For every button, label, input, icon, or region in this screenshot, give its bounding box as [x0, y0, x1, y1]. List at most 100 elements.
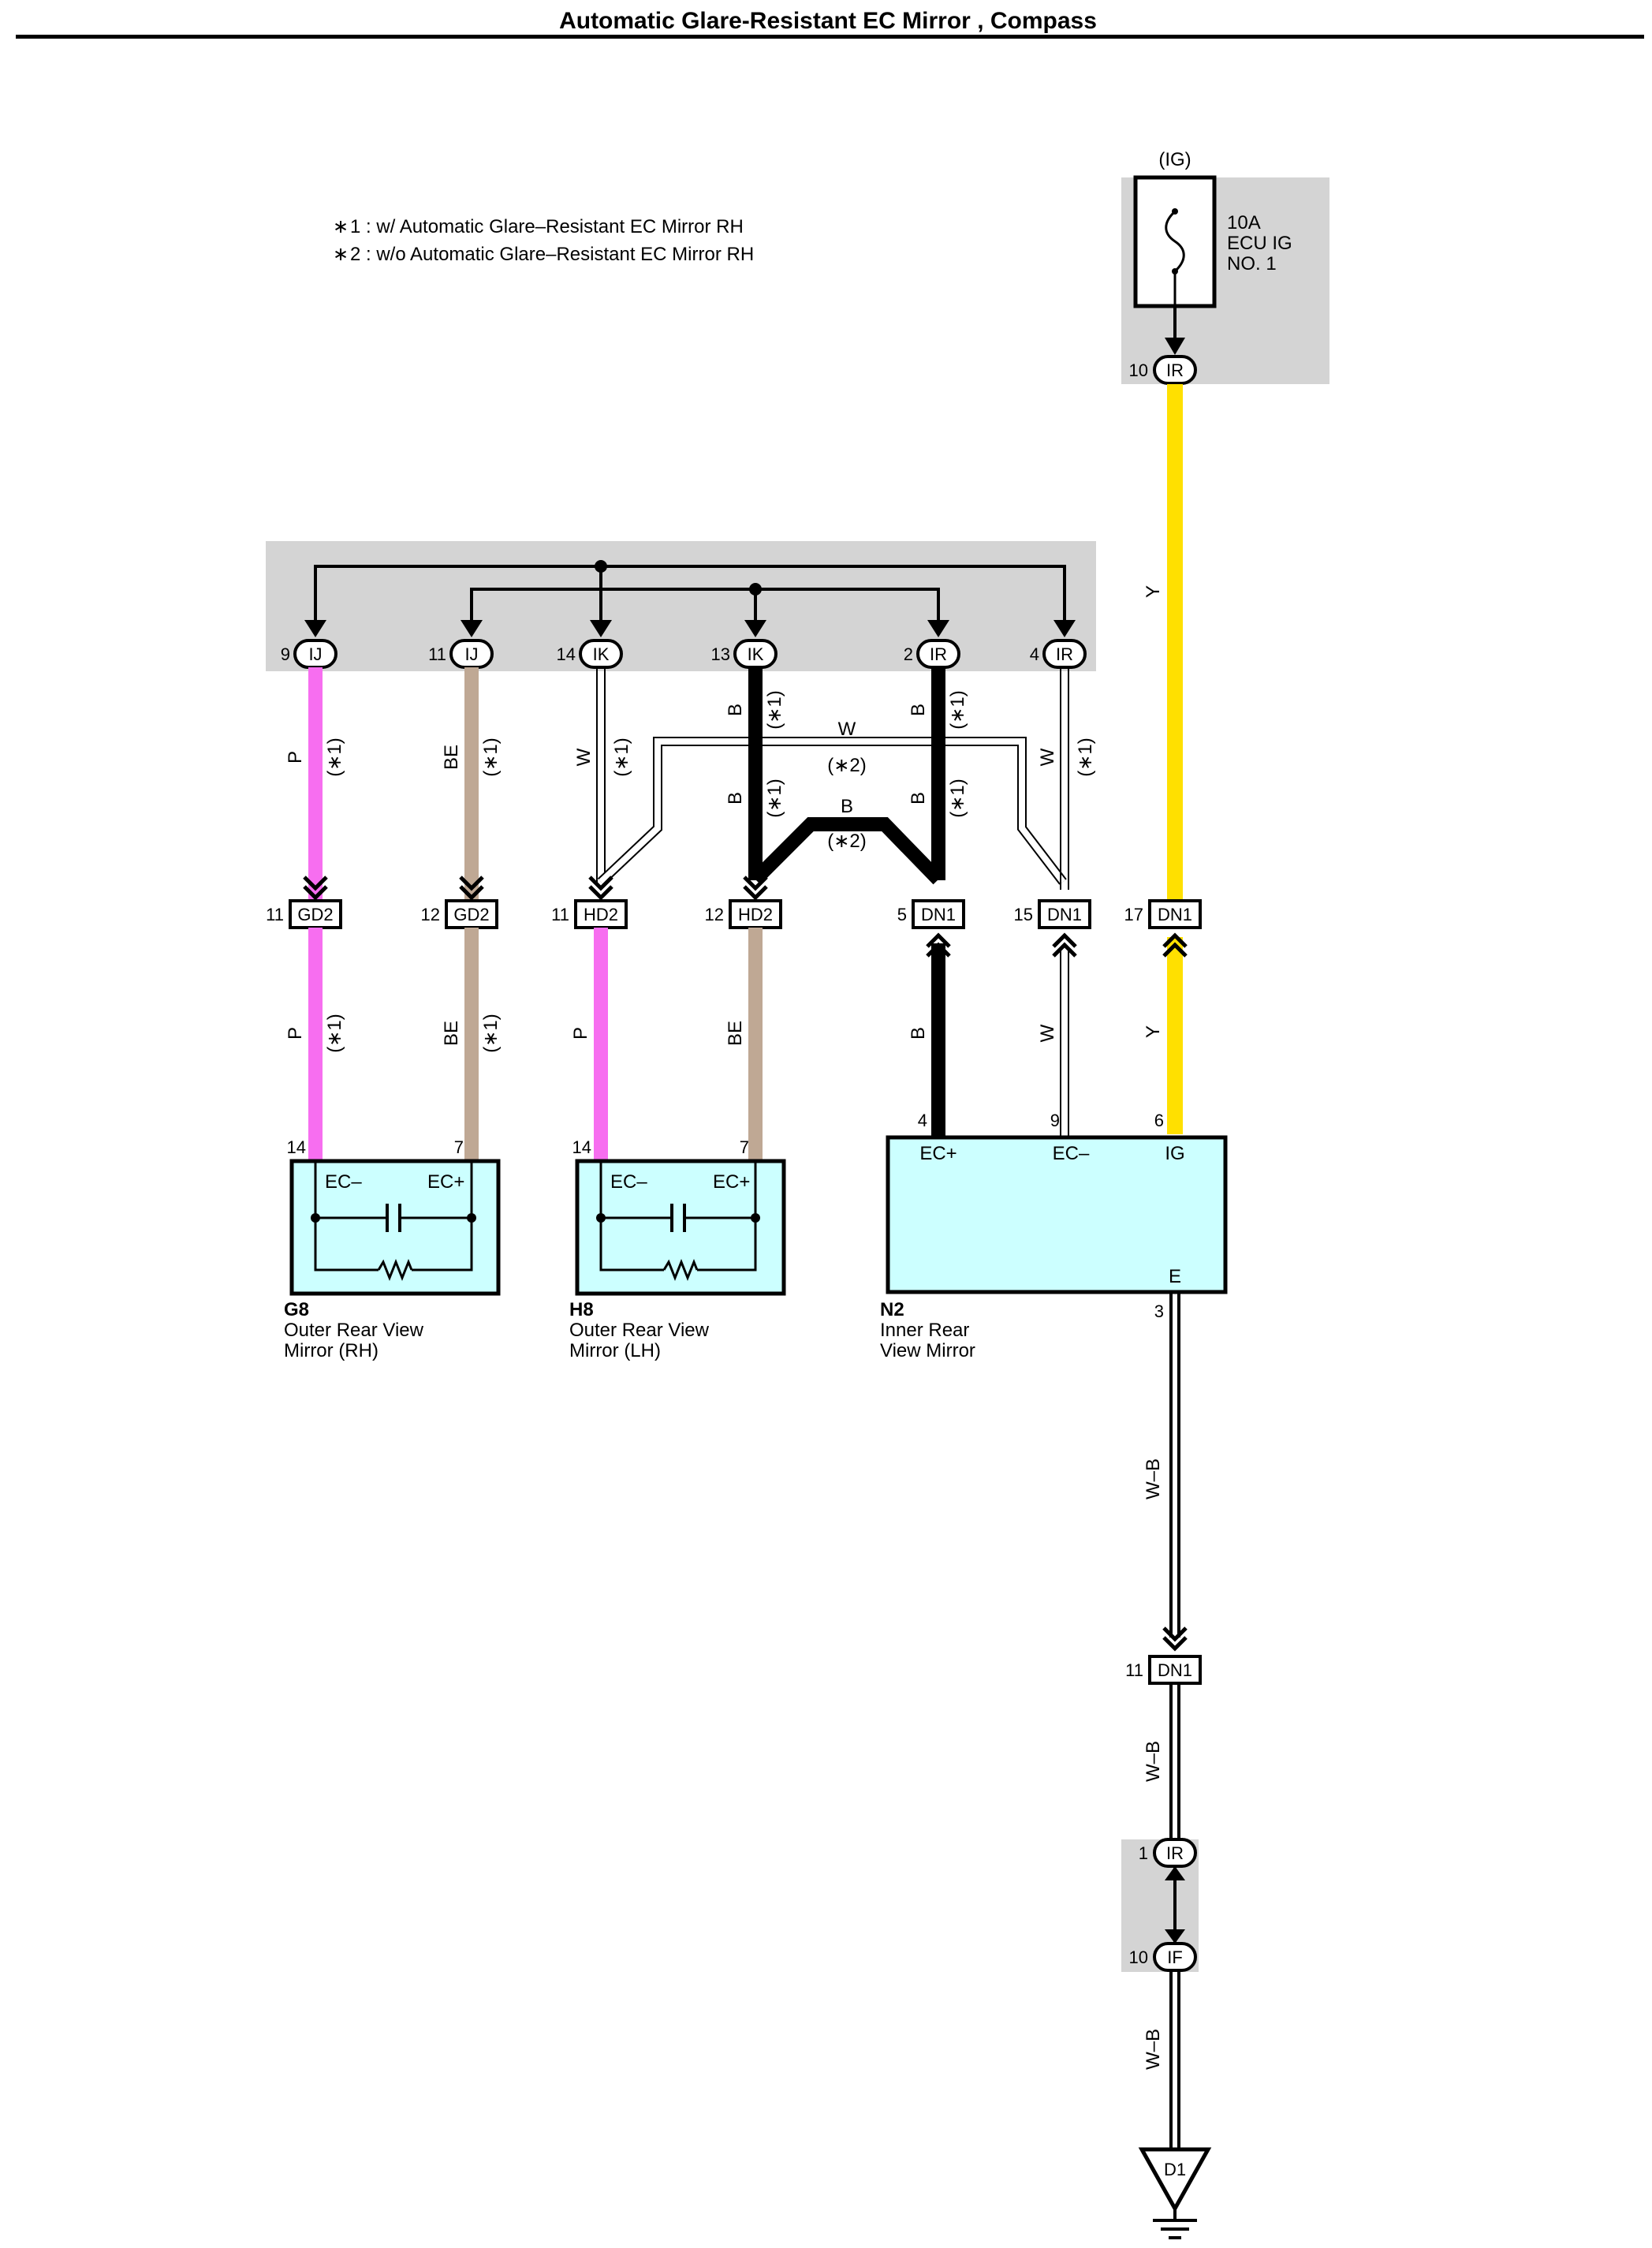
n2-pin-ecp: 4 — [918, 1111, 927, 1130]
title-rule — [16, 35, 1644, 39]
h8-name-1: Outer Rear View — [569, 1320, 710, 1341]
ground-label: D1 — [1164, 2160, 1186, 2179]
h8-code: H8 — [569, 1299, 594, 1320]
conn-ij-11-pin: 11 — [428, 644, 446, 664]
conn-ir-4-name: IR — [1056, 644, 1073, 664]
h8-name-2: Mirror (LH) — [569, 1340, 661, 1361]
label-b-ir2-1: B — [908, 704, 929, 716]
g8-node-left — [311, 1213, 320, 1223]
mid-arrows-up — [926, 932, 1188, 958]
fuse-dot-top — [1172, 208, 1178, 215]
label-b-bridge-star2: (∗2) — [827, 831, 866, 852]
wire-y-lower — [1167, 937, 1183, 1134]
label-w-ir4: W — [1037, 748, 1058, 766]
h8-term-right: EC+ — [713, 1171, 750, 1193]
label-b-ik13-2: B — [725, 792, 746, 805]
fuse-name-1: ECU IG — [1227, 233, 1292, 254]
if-arrow-down-icon — [1165, 1929, 1185, 1944]
wire-w-ik14 — [596, 667, 606, 883]
h8-node-left — [596, 1213, 606, 1223]
conn-gd2-12-name: GD2 — [453, 905, 489, 924]
component-g8: 14 7 EC– EC+ G8 Outer Rear View Mirror (… — [284, 1137, 501, 1361]
label-b-ik13-star1-1: (∗1) — [764, 690, 785, 729]
g8-pin-left: 14 — [287, 1137, 306, 1157]
note-2: 2 : w/o Automatic Glare–Resistant EC Mir… — [350, 244, 754, 265]
conn-ir-4-pin: 4 — [1030, 644, 1039, 664]
conn-hd2-12-name: HD2 — [738, 905, 773, 924]
label-b-ir2-star1-1: (∗1) — [947, 690, 968, 729]
g8-name-1: Outer Rear View — [284, 1320, 424, 1341]
component-n2: 4 9 6 EC+ EC– IG E 3 N2 Inner Rear View … — [880, 1111, 1228, 1361]
wire-be-3 — [748, 928, 763, 1161]
bus-node-2 — [749, 583, 762, 596]
label-w-bridge: W — [838, 719, 856, 740]
h8-pin-left: 14 — [572, 1137, 591, 1157]
fuse-connector — [1153, 355, 1197, 385]
n2-term-e: E — [1169, 1266, 1181, 1287]
g8-term-right: EC+ — [427, 1171, 464, 1193]
label-be-lower-1-star1: (∗1) — [480, 1014, 502, 1052]
label-b-lower: B — [908, 1027, 929, 1040]
label-w-ik14: W — [573, 748, 595, 766]
label-be-upper: BE — [441, 745, 462, 770]
n2-term-ecm: EC– — [1053, 1143, 1090, 1164]
conn-hd2-11-pin: 11 — [551, 905, 569, 924]
bus-node-1 — [595, 560, 607, 573]
label-be-star1-upper: (∗1) — [480, 738, 502, 776]
label-w-ir4-star1: (∗1) — [1075, 738, 1096, 776]
conn-gd2-11-name: GD2 — [297, 905, 333, 924]
conn-ir-2-pin: 2 — [904, 644, 913, 664]
g8-term-left: EC– — [325, 1171, 362, 1193]
fuse-arrow-icon — [1165, 338, 1185, 355]
label-be-lower-2: BE — [725, 1021, 746, 1046]
fuse-connector-pin: 10 — [1129, 360, 1148, 380]
bus-inner — [470, 588, 940, 631]
conn-dn1-15-pin: 15 — [1014, 905, 1033, 924]
n2-code: N2 — [880, 1299, 904, 1320]
h8-wire-right — [697, 1161, 757, 1272]
conn-hd2-11-name: HD2 — [584, 905, 618, 924]
wire-labels-upper: P (∗1) BE (∗1) W (∗1) B (∗1) B (∗1) B (∗… — [285, 690, 1096, 852]
conn-dn1-11-name: DN1 — [1158, 1660, 1192, 1680]
n2-body — [886, 1135, 1228, 1294]
conn-ik-14 — [579, 639, 623, 669]
label-w-lower: W — [1037, 1024, 1058, 1042]
n2-name-1: Inner Rear — [880, 1320, 969, 1341]
wire-y-label-upper: Y — [1143, 585, 1164, 598]
wire-wb: W–B DN1 11 W–B IR 1 IF 10 W–B — [1125, 1294, 1202, 2149]
conn-dn1-11 — [1148, 1655, 1202, 1685]
conn-ir-2-name: IR — [930, 644, 947, 664]
g8-resistor-icon — [377, 1258, 413, 1282]
label-wb-1: W–B — [1143, 1458, 1164, 1499]
wire-b-lower — [931, 943, 945, 1137]
label-b-ik13-1: B — [725, 704, 746, 716]
wire-labels-lower: P (∗1) BE (∗1) P BE B W — [285, 1014, 1058, 1052]
g8-node-right — [467, 1213, 476, 1223]
h8-node-right — [751, 1213, 760, 1223]
conn-ir-1-pin: 1 — [1139, 1843, 1148, 1863]
n2-name-2: View Mirror — [880, 1340, 975, 1361]
label-w-ik14-star1: (∗1) — [611, 738, 632, 776]
wire-b-upper — [748, 667, 945, 885]
n2-pin-ig: 6 — [1154, 1111, 1164, 1130]
label-p-star1-upper: (∗1) — [324, 738, 345, 776]
n2-pin-ecm: 9 — [1050, 1111, 1060, 1130]
conn-if-10-name: IF — [1167, 1947, 1183, 1967]
junction-block-area — [266, 541, 1096, 671]
wire-b-star2-bridge — [750, 817, 944, 885]
conn-ij-9-name: IJ — [308, 644, 322, 664]
wb-dn1-arrows — [1162, 1626, 1188, 1652]
wire-p-2 — [308, 928, 323, 1161]
h8-body — [575, 1159, 786, 1296]
conn-gd2-11 — [289, 899, 342, 929]
wire-y-upper — [1167, 384, 1183, 913]
wire-w-star2-bridge — [597, 737, 1067, 886]
ground-d1: D1 — [1138, 2147, 1212, 2239]
conn-ij-9-pin: 9 — [281, 644, 290, 664]
conn-gd2-12 — [445, 899, 498, 929]
mid-arrows-down — [303, 876, 768, 901]
label-p-lower-2: P — [570, 1027, 591, 1040]
ir-arrow-up-icon — [1165, 1866, 1185, 1880]
h8-term-left: EC– — [610, 1171, 647, 1193]
g8-wire-left — [314, 1161, 379, 1272]
